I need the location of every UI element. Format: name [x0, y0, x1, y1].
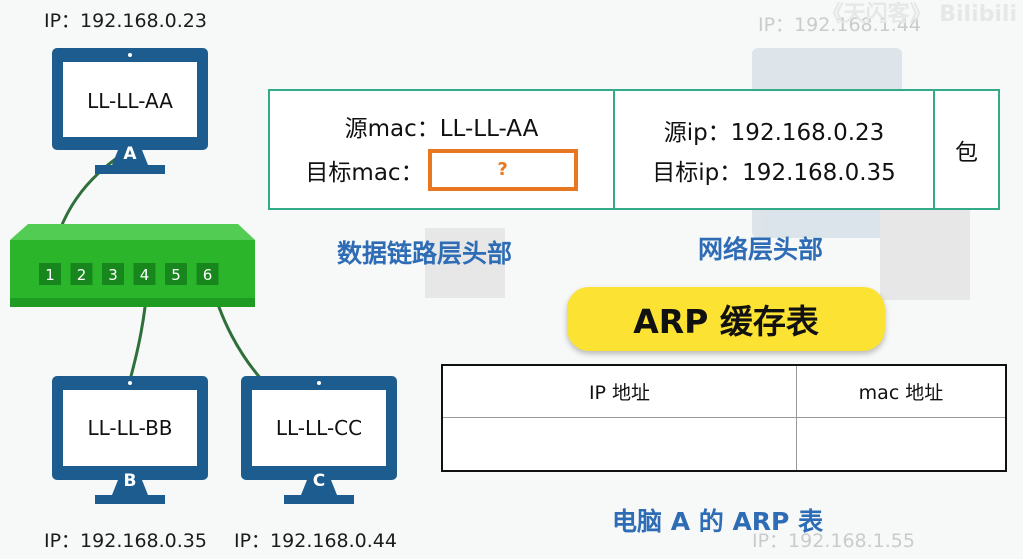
computer-a[interactable]: LL-LL-AA A	[52, 48, 208, 174]
data-link-header-cell: 源mac：LL-LL-AA 目标mac： ?	[270, 91, 615, 208]
arp-col-mac: mac 地址	[858, 382, 944, 404]
computer-c-mac: LL-LL-CC	[276, 416, 362, 440]
dst-mac-unknown-box[interactable]: ?	[427, 148, 578, 191]
switch-port-label: 1	[45, 266, 55, 284]
computer-a-ip: IP：192.168.0.23	[44, 10, 207, 32]
ghost-ip-top: IP：192.168.1.44	[758, 14, 921, 36]
arp-col-ip: IP 地址	[443, 366, 797, 417]
ghost-ip-bottom: IP：192.168.1.55	[752, 530, 915, 552]
computer-c-id: C	[313, 471, 325, 491]
src-ip: 源ip：192.168.0.23	[663, 119, 885, 146]
data-link-header-label: 数据链路层头部	[337, 239, 513, 268]
dst-mac-row: 目标mac： ?	[305, 148, 578, 191]
switch-port-label: 2	[77, 266, 87, 284]
watermark: 《天闪客》 Bilibili	[821, 2, 1017, 27]
switch-port-label: 4	[140, 266, 150, 284]
dst-mac-label: 目标mac：	[305, 159, 424, 186]
dst-ip: 目标ip：192.168.0.35	[652, 159, 896, 186]
switch-port-2[interactable]	[70, 263, 93, 285]
switch-port-5[interactable]	[165, 263, 187, 285]
switch-port-4[interactable]	[133, 263, 156, 285]
computer-b-id: B	[124, 471, 137, 491]
arp-table-header: IP 地址 mac 地址	[443, 366, 1005, 418]
computer-a-id: A	[123, 144, 137, 164]
arp-cell-mac-empty	[797, 418, 1005, 470]
switch-port-label: 3	[108, 266, 118, 284]
packet-header: 源mac：LL-LL-AA 目标mac： ? 源ip：192.168.0.23 …	[268, 89, 1000, 210]
arp-table: IP 地址 mac 地址	[441, 364, 1007, 472]
network-header-label: 网络层头部	[698, 235, 824, 264]
arp-table-empty-row	[443, 418, 1005, 470]
payload-cell: 包	[935, 91, 998, 208]
arp-cell-ip-empty	[443, 418, 797, 470]
src-mac: 源mac：LL-LL-AA	[344, 115, 539, 142]
switch-port-6[interactable]	[196, 263, 219, 285]
computer-a-mac: LL-LL-AA	[87, 89, 173, 113]
switch[interactable]: 1 2 3 4 5 6	[10, 224, 255, 307]
computer-b[interactable]: LL-LL-BB B	[52, 376, 208, 504]
computer-b-mac: LL-LL-BB	[87, 416, 172, 440]
computer-c[interactable]: LL-LL-CC C	[241, 376, 397, 504]
computer-c-ip: IP：192.168.0.44	[234, 530, 397, 552]
network-header-cell: 源ip：192.168.0.23 目标ip：192.168.0.35	[615, 91, 935, 208]
switch-port-3[interactable]	[102, 263, 124, 285]
arp-table-caption: 电脑 A 的 ARP 表	[612, 507, 824, 536]
arp-cache-title: ARP 缓存表	[567, 287, 885, 351]
payload-label: 包	[955, 139, 978, 166]
switch-port-label: 6	[203, 266, 213, 284]
switch-port-label: 5	[171, 266, 181, 284]
switch-port-1[interactable]	[39, 263, 61, 285]
computer-b-ip: IP：192.168.0.35	[44, 530, 207, 552]
